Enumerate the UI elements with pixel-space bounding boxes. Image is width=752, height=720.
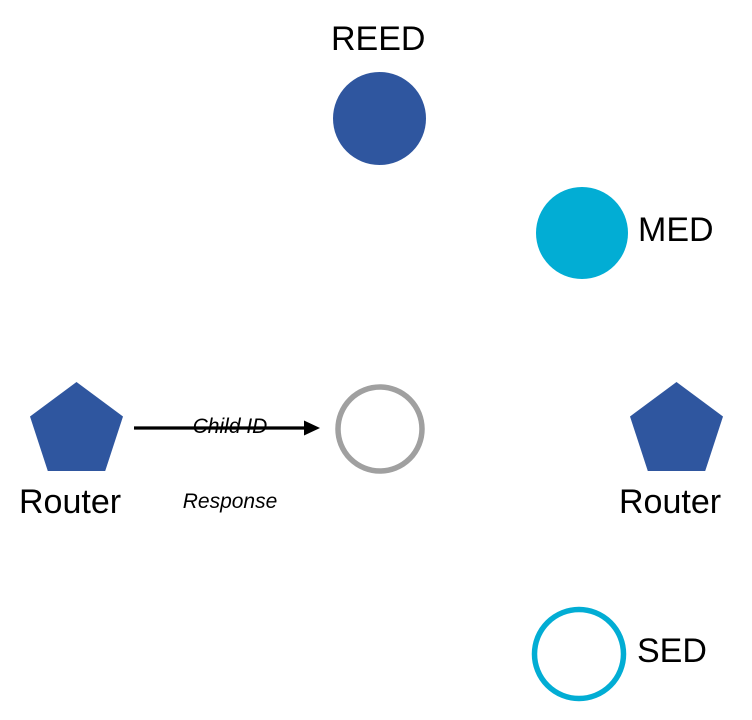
med-label: MED bbox=[638, 211, 714, 249]
router-right-pentagon[interactable] bbox=[629, 381, 724, 473]
edge-caption-line-2: Response bbox=[182, 490, 278, 513]
child-id-response-arrow[interactable] bbox=[130, 413, 325, 443]
reed-label: REED bbox=[331, 20, 426, 58]
med-node-circle[interactable] bbox=[535, 186, 629, 280]
router-left-label: Router bbox=[19, 483, 122, 521]
sed-label: SED bbox=[637, 632, 707, 670]
sed-node-circle[interactable] bbox=[531, 606, 627, 702]
center-node-circle[interactable] bbox=[334, 383, 426, 475]
reed-node-circle[interactable] bbox=[332, 71, 427, 166]
router-left-pentagon[interactable] bbox=[29, 381, 124, 473]
edge-caption-child-id-response: Child ID Response bbox=[145, 364, 315, 564]
router-right-label: Router bbox=[619, 483, 722, 521]
